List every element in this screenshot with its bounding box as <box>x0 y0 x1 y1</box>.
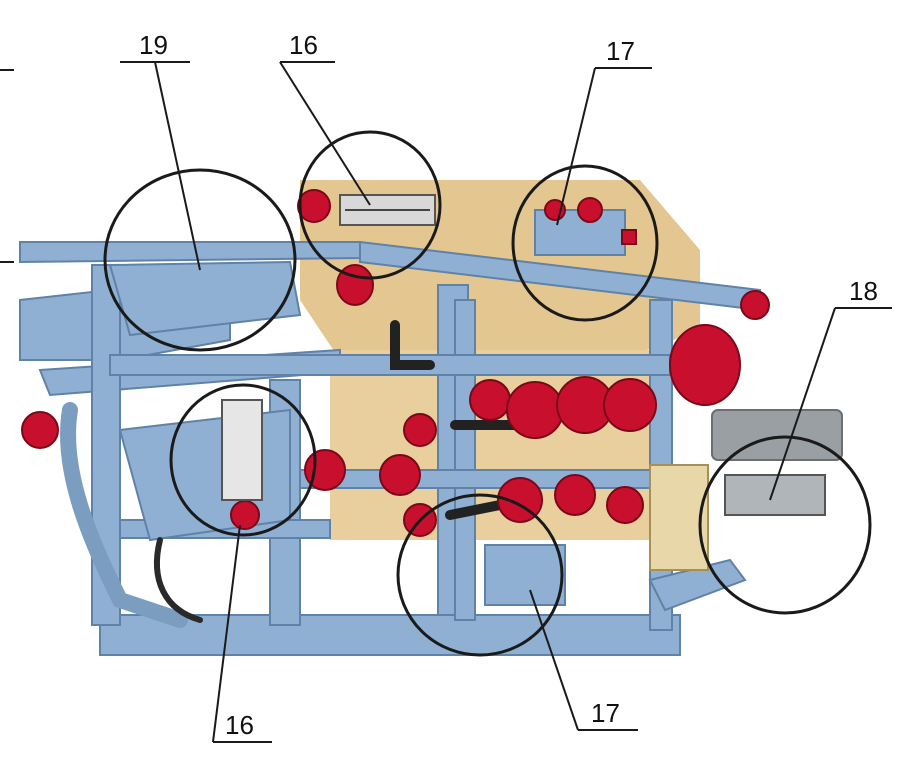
callout-circle-16-upper <box>298 130 442 280</box>
callout-label-17-lower: 17 <box>591 698 620 728</box>
callout-circle-19 <box>103 168 297 352</box>
callout-label-16-upper: 16 <box>289 30 318 60</box>
callout-label-19: 19 <box>139 30 168 60</box>
callout-label-18: 18 <box>849 276 878 306</box>
drive-unit <box>649 409 843 571</box>
callout-label-16-lower: 16 <box>225 710 254 740</box>
upper-tensioner-unit <box>339 194 436 226</box>
callout-circles <box>103 130 872 657</box>
lower-tensioner-unit <box>221 399 263 501</box>
callout-circle-17-lower <box>396 493 564 657</box>
leader-lines <box>0 61 892 743</box>
callout-circle-17-upper <box>511 164 659 322</box>
callout-label-17-upper: 17 <box>606 36 635 66</box>
callout-circle-16-lower <box>169 383 317 537</box>
callout-circle-18 <box>698 435 872 615</box>
rollers <box>21 189 770 537</box>
pipework <box>60 320 520 628</box>
callout-labels: 19 16 17 18 16 17 <box>139 30 878 740</box>
